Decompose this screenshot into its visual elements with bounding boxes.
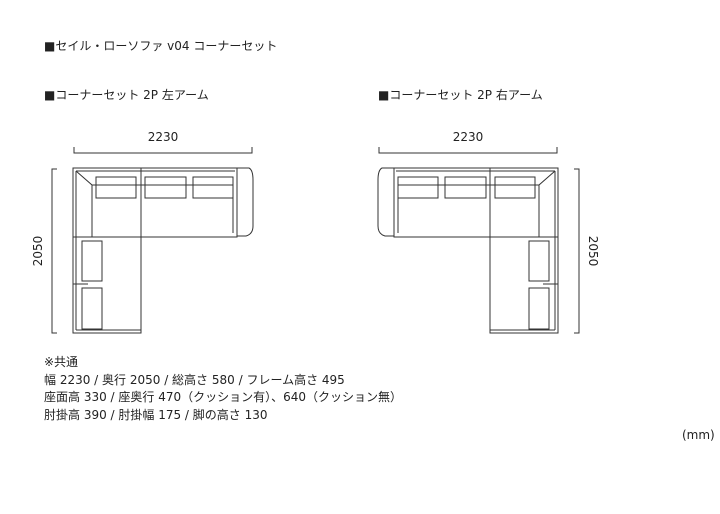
page-title: ■セイル・ローソファ v04 コーナーセット <box>44 39 278 53</box>
right-arm-heading: ■コーナーセット 2P 右アーム <box>378 88 543 102</box>
note-line: 座面高 330 / 座奥行 470（クッション有）、640（クッション無） <box>44 390 403 404</box>
left-width-label: 2230 <box>148 130 179 144</box>
right-arm-sofa-plan <box>377 146 580 334</box>
notes-header: ※共通 <box>44 355 79 369</box>
note-line: 幅 2230 / 奥行 2050 / 総高さ 580 / フレーム高さ 495 <box>44 372 345 387</box>
right-depth-label: 2050 <box>586 236 600 267</box>
left-arm-sofa-plan <box>51 146 254 334</box>
right-width-label: 2230 <box>453 130 484 144</box>
note-line: 肘掛高 390 / 肘掛幅 175 / 脚の高さ 130 <box>44 407 268 422</box>
unit-label: (mm) <box>682 428 715 442</box>
left-arm-heading: ■コーナーセット 2P 左アーム <box>44 88 209 102</box>
left-depth-label: 2050 <box>31 236 45 267</box>
notes: ※共通 幅 2230 / 奥行 2050 / 総高さ 580 / フレーム高さ … <box>44 354 402 424</box>
